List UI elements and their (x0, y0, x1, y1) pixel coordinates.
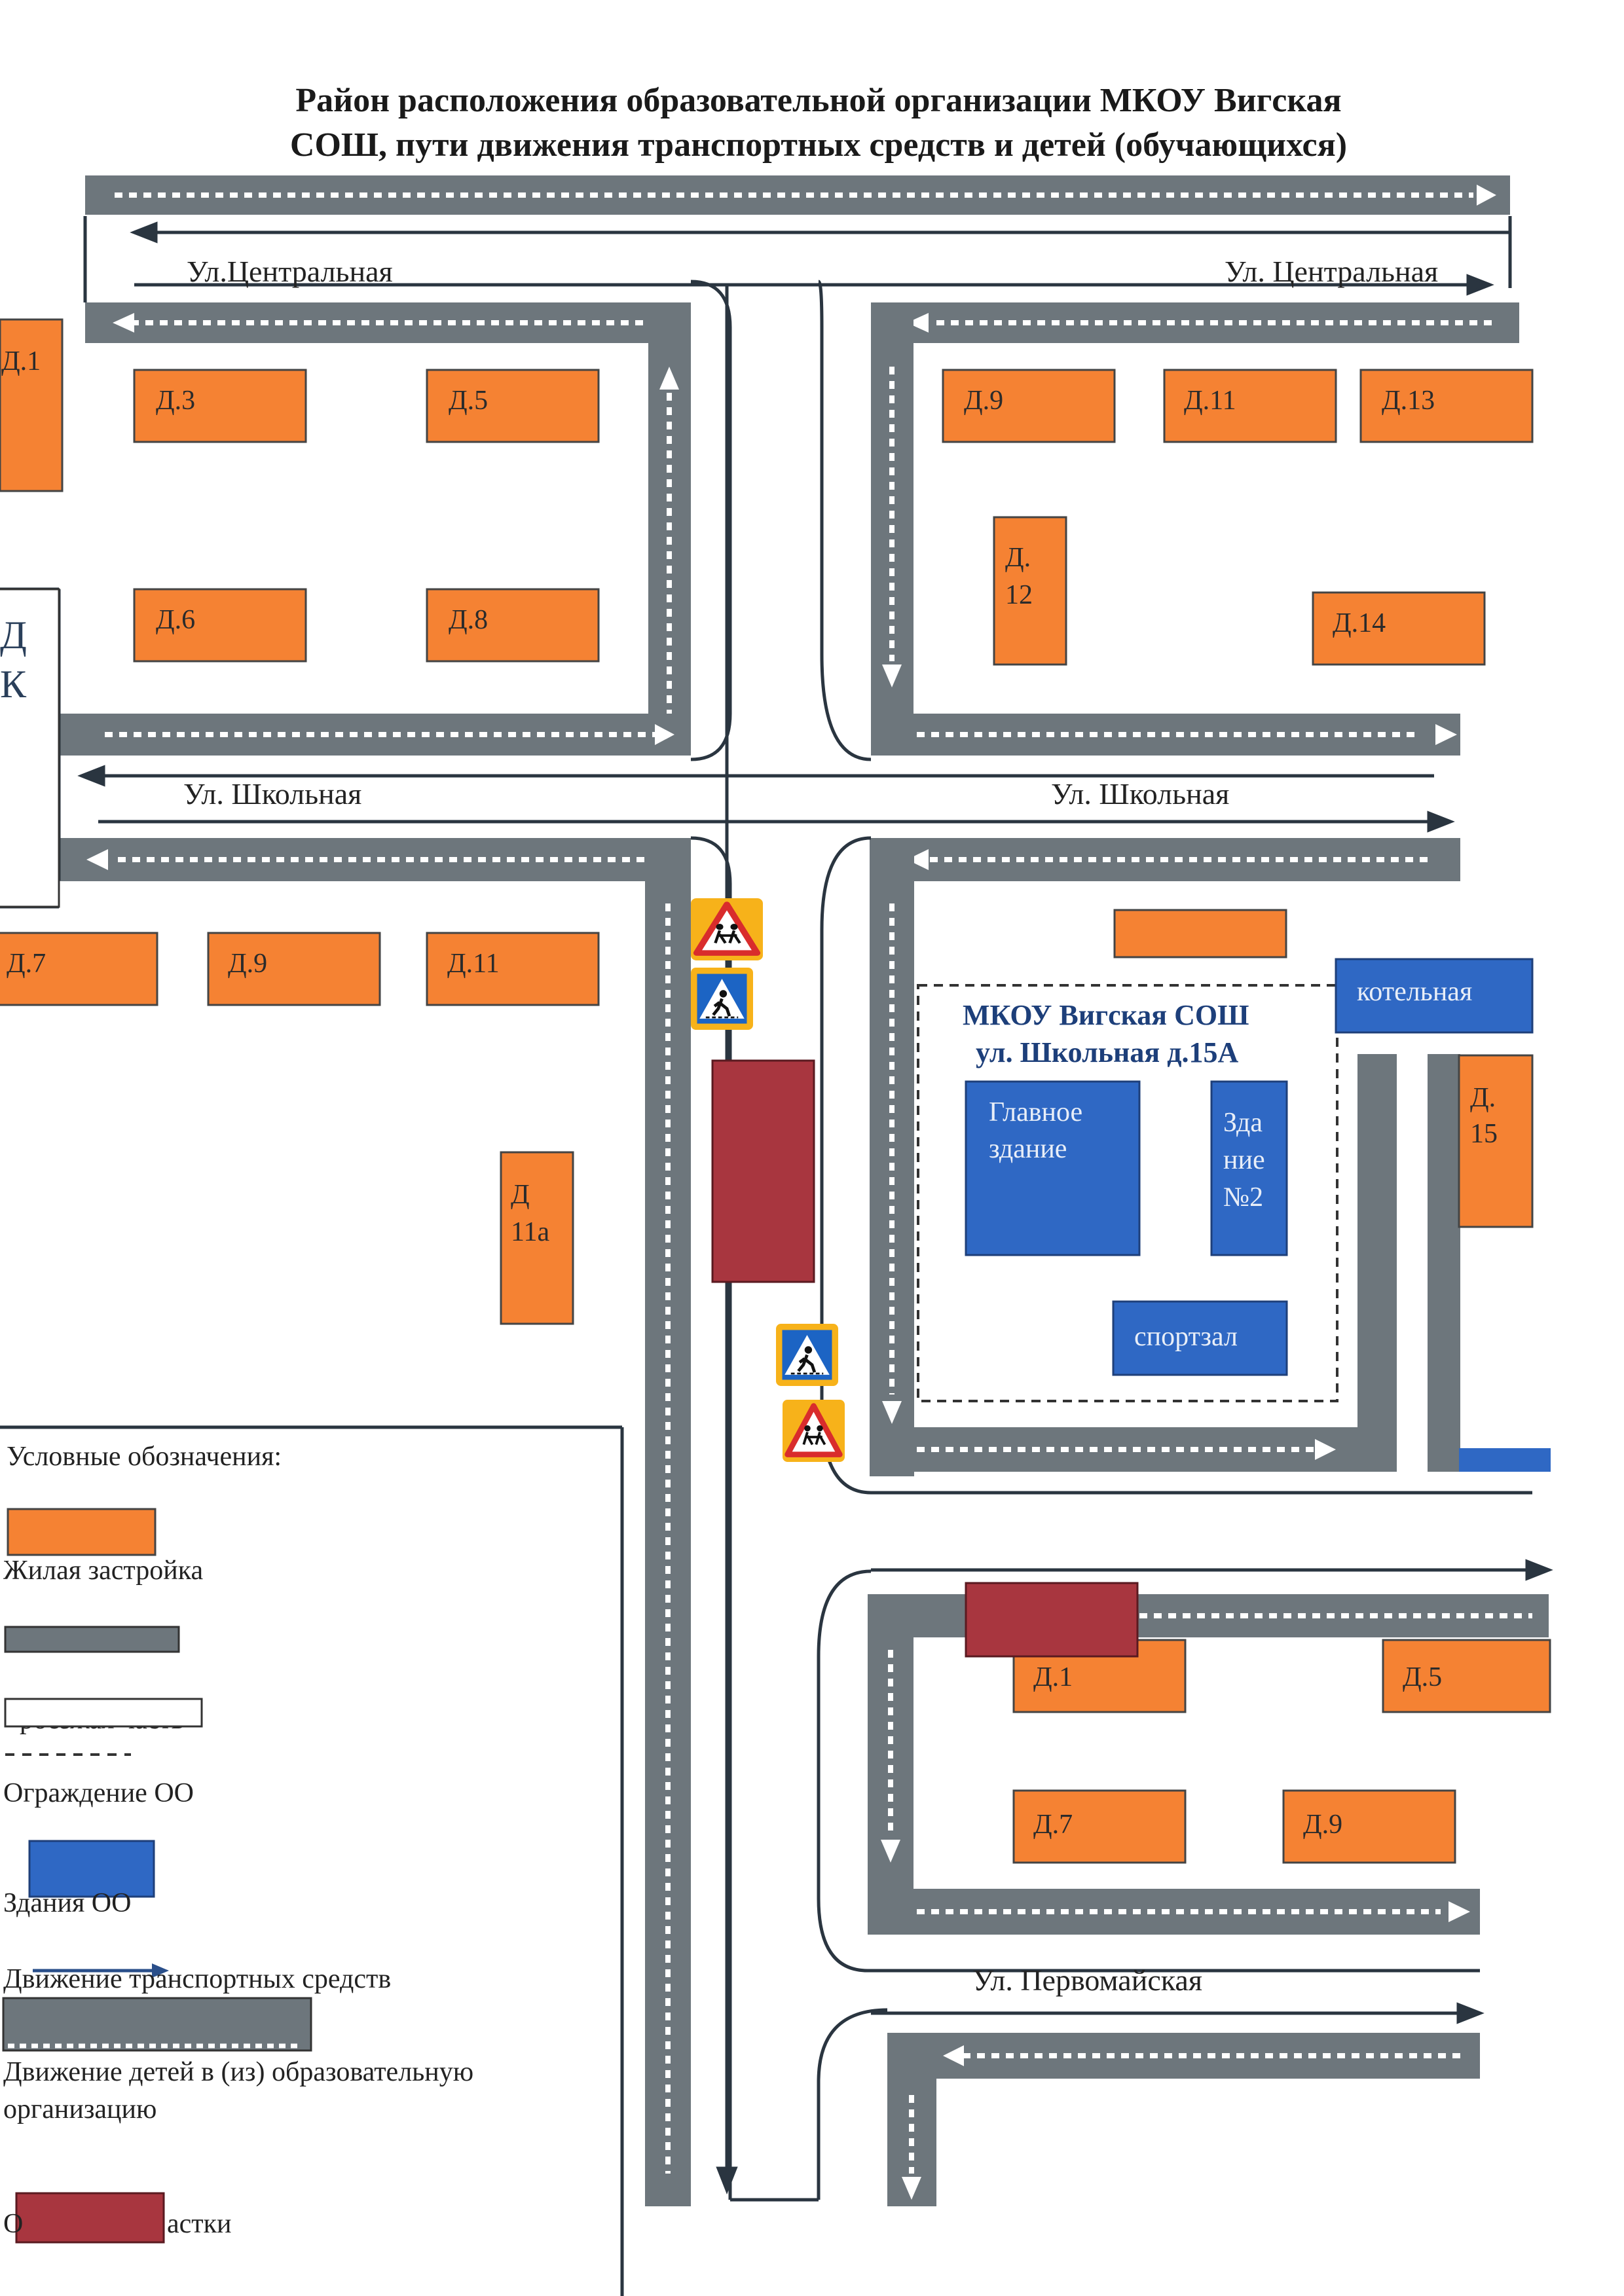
house-d8 (426, 588, 600, 663)
map-title: Район расположения образовательной орган… (164, 79, 1473, 168)
school-name-line2: ул. Школьная д.15А (976, 1036, 1238, 1068)
house-d7-mid (0, 932, 158, 1006)
house-d15-label-line2: 15 (1470, 1119, 1498, 1149)
map-title-line1: Район расположения образовательной орган… (295, 82, 1342, 119)
legend-swatch-buildings (28, 1840, 155, 1898)
bus-stop-main-road (711, 1059, 815, 1283)
legend-swatch-bus-stop (15, 2192, 165, 2244)
school-boiler-house-label: котельная (1357, 977, 1472, 1007)
children-warning-sign-icon (783, 1400, 845, 1462)
house-unlabeled-school-north (1113, 909, 1287, 958)
house-d13-label: Д.13 (1382, 386, 1435, 416)
sidewalk-school-east-vertical (1357, 1054, 1397, 1472)
pedestrian-crossing-sign-icon (776, 1324, 838, 1386)
house-d11a-label-line2: 11а (511, 1217, 549, 1247)
legend-swatch-residential (7, 1508, 157, 1556)
house-d12 (993, 516, 1067, 666)
pedestrian-crossing-sign-icon (691, 968, 753, 1030)
house-d5-top (426, 369, 600, 443)
house-d9-bottom-label: Д.9 (1303, 1810, 1342, 1840)
house-d6-label: Д.6 (156, 605, 195, 635)
legend: Условные обозначения: Жилая застройка ро… (2, 1442, 473, 2244)
legend-label-children-line1: Движение детей в (из) образовательную (3, 2057, 473, 2087)
house-d1-left-label: Д.1 (1, 346, 41, 376)
house-dk (0, 588, 60, 908)
house-d5-top-label: Д.5 (449, 386, 488, 416)
house-d11-mid (426, 932, 600, 1006)
legend-label-residential: Жилая застройка (3, 1556, 204, 1586)
school-gym-label: спортзал (1134, 1322, 1238, 1352)
house-dk-label-line1: Д (0, 613, 27, 657)
school-territory: МКОУ Вигская СОШ ул. Школьная д.15А Глав… (917, 958, 1534, 1402)
house-d14 (1312, 591, 1486, 666)
house-d8-label: Д.8 (449, 605, 488, 635)
street-label-school-right: Ул. Школьная (1051, 777, 1229, 811)
school-boiler-house (1335, 958, 1534, 1034)
sidewalk-d15-vertical (1428, 1054, 1460, 1472)
house-d3-label: Д.3 (156, 386, 195, 416)
house-d9-mid-label: Д.9 (228, 949, 267, 979)
school-building-2-label-line2: ние (1223, 1145, 1265, 1175)
house-d7-mid-label: Д.7 (7, 949, 46, 979)
house-d9-top (942, 369, 1116, 443)
legend-swatch-roadway (4, 1698, 203, 1728)
street-label-school-left: Ул. Школьная (183, 777, 361, 811)
sidewalk-pervomay-north (868, 1889, 1480, 1935)
sidewalk-network (59, 175, 1551, 2206)
house-d14-label: Д.14 (1333, 608, 1386, 638)
map-title-line2: СОШ, пути движения транспортных средств … (289, 126, 1348, 164)
house-d9-mid (207, 932, 381, 1006)
house-d5-bottom (1382, 1639, 1551, 1713)
sidewalk-central-south-east (871, 302, 1519, 343)
legend-label-bus-stop-right: астки (167, 2209, 232, 2239)
house-d15 (1458, 1054, 1534, 1228)
house-d7-bottom (1012, 1789, 1187, 1864)
house-d13 (1359, 369, 1534, 443)
residential-buildings: Д.1 Д.3 Д.5 Д.6 Д.8 Д К Д.9 Д.11 Д.13 Д.… (0, 318, 1551, 1864)
legend-title: Условные обозначения: (7, 1442, 282, 1472)
house-d11-top-label: Д.11 (1184, 386, 1236, 416)
school-gym (1112, 1300, 1288, 1376)
house-d6 (133, 588, 307, 663)
house-d7-bottom-label: Д.7 (1033, 1810, 1073, 1840)
school-main-building-label-line2: здание (989, 1134, 1067, 1164)
school-main-building-label-line1: Главное (989, 1097, 1082, 1127)
house-d12-label-line2: 12 (1005, 580, 1033, 610)
house-d1-bottom-label: Д.1 (1033, 1662, 1073, 1692)
legend-label-buildings: Здания ОО (3, 1888, 131, 1918)
legend-label-traffic: Движение транспортных средств (3, 1964, 391, 1994)
school-building-2-label-line1: Зда (1223, 1108, 1263, 1138)
legend-label-children-line2: организацию (3, 2094, 157, 2124)
legend-swatch-sidewalk (4, 1626, 180, 1653)
legend-label-fence: Ограждение ОО (3, 1778, 194, 1808)
house-d9-bottom (1282, 1789, 1456, 1864)
school-main-building (965, 1080, 1141, 1256)
street-label-central-left: Ул.Центральная (187, 255, 393, 288)
street-label-central-right: Ул. Центральная (1225, 255, 1438, 288)
legend-label-bus-stop-left: О (3, 2209, 23, 2239)
children-warning-sign-icon (691, 898, 763, 960)
house-dk-label-line2: К (0, 663, 27, 706)
house-d1-left (0, 318, 64, 492)
legend-swatch-children (2, 1997, 312, 2052)
bus-stop-pervomay-block (965, 1582, 1139, 1658)
sidewalk-central-south-west (85, 302, 691, 343)
school-name-line1: МКОУ Вигская СОШ (963, 999, 1249, 1031)
school-fence (917, 984, 1338, 1402)
house-d11a (500, 1151, 574, 1325)
street-label-pervomayskaya: Ул. Первомайская (972, 1963, 1202, 1997)
sidewalk-d15-south-blue (1459, 1448, 1551, 1472)
school-building-2 (1210, 1080, 1288, 1256)
house-d3 (133, 369, 307, 443)
house-d12-label-line1: Д. (1005, 543, 1031, 573)
school-building-2-label-line3: №2 (1223, 1182, 1263, 1212)
house-d11-top (1163, 369, 1337, 443)
house-d9-top-label: Д.9 (964, 386, 1003, 416)
house-d5-bottom-label: Д.5 (1403, 1662, 1442, 1692)
house-d15-label-line1: Д. (1470, 1083, 1496, 1113)
house-d11a-label-line1: Д (511, 1180, 530, 1210)
house-d11-mid-label: Д.11 (447, 949, 500, 979)
